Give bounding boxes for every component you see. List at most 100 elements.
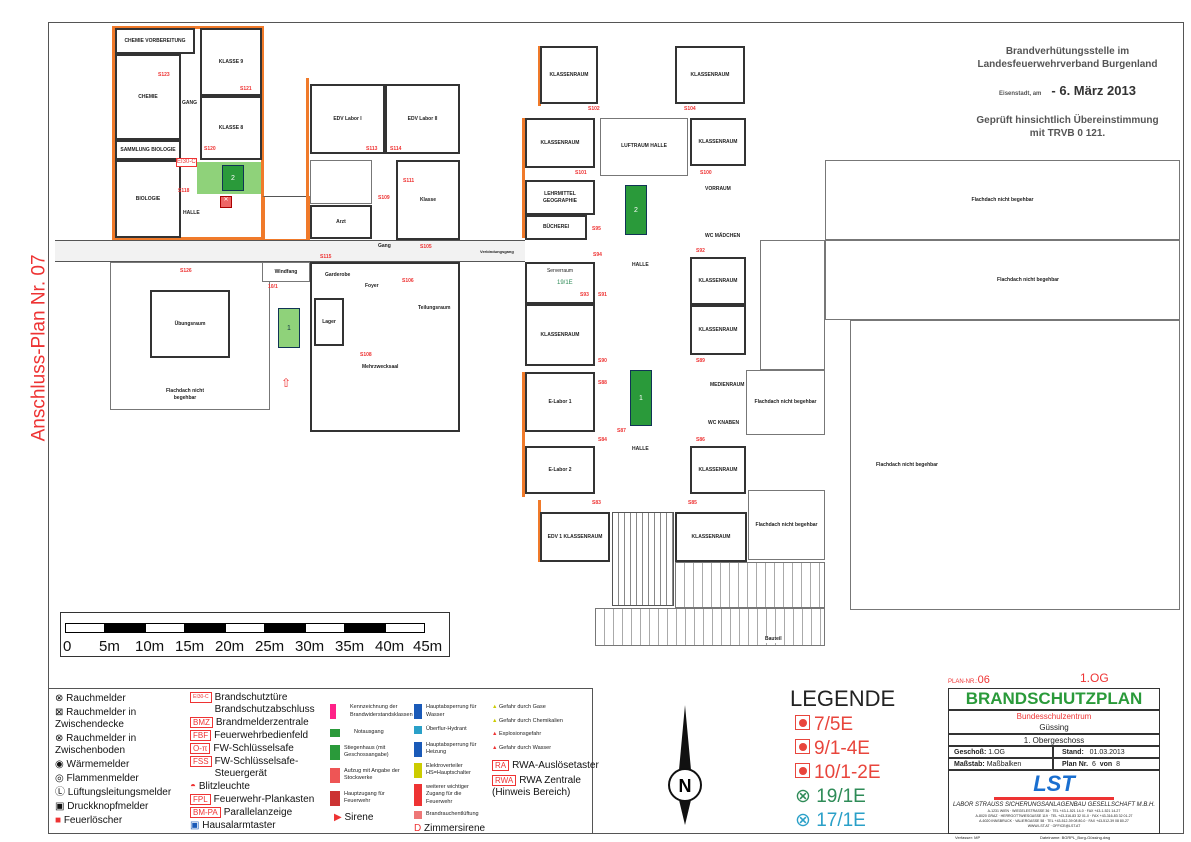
legend-item: Notausgang bbox=[330, 729, 410, 737]
company-address: A-6020 INNSBRUCK · VALIERGASSE 58 · TEL … bbox=[979, 819, 1129, 823]
marker-s109: S109 bbox=[378, 195, 390, 201]
room-windfang: Windfang bbox=[262, 262, 310, 282]
legend-item: ▶ Sirene bbox=[334, 811, 374, 823]
marker-s84: S84 bbox=[598, 437, 607, 443]
company-name: LABOR STRAUSS SICHERUNGSANLAGENBAU GESEL… bbox=[952, 802, 1156, 808]
marker-s104: S104 bbox=[684, 106, 696, 112]
marker-s91: S91 bbox=[598, 292, 607, 298]
company-box: LST LABOR STRAUSS SICHERUNGSANLAGENBAU G… bbox=[948, 770, 1160, 834]
wc-block bbox=[310, 160, 372, 204]
marker-s120: S120 bbox=[204, 146, 216, 152]
company-address: A-8020 GRAZ · HERRGOTTWIESGASSE 119 · TE… bbox=[975, 814, 1133, 818]
legend-panel bbox=[48, 688, 593, 834]
left-wing-block bbox=[112, 26, 264, 240]
stamp-line: Landesfeuerwehrverband Burgenland bbox=[977, 59, 1158, 70]
marker-s100: S100 bbox=[700, 170, 712, 176]
marker-s101: S101 bbox=[575, 170, 587, 176]
legend-item: ⊠ Rauchmelder in Zwischendecke bbox=[55, 707, 137, 730]
approval-stamp: Brandverhütungsstelle im Landesfeuerwehr… bbox=[955, 45, 1180, 140]
stand-cell: Stand: 01.03.2013 bbox=[1053, 746, 1160, 758]
marker-s105: S105 bbox=[420, 244, 432, 250]
room-flachdach: Flachdach nicht begehbar bbox=[746, 370, 825, 435]
room-flachdach-left: Flachdach nicht begehbar bbox=[165, 388, 205, 401]
room-mehrzwecksaal-label: Mehrzwecksaal bbox=[362, 364, 399, 370]
floor-code: 1.OG bbox=[1080, 671, 1109, 685]
room-lower-bottom bbox=[595, 608, 825, 646]
legend-symbols-1: Kennzeichnung der Brandwiderstandsklasse… bbox=[330, 704, 413, 824]
marker-s102: S102 bbox=[588, 106, 600, 112]
marker-s85: S85 bbox=[688, 500, 697, 506]
legende-item: 9/1-4E bbox=[795, 737, 881, 761]
legend-item: ◎ Flammenmelder bbox=[55, 773, 139, 784]
dateiname: Dateiname: BGRPL_Borg-Güssing.dwg bbox=[1040, 835, 1111, 840]
title-box: BRANDSCHUTZPLAN bbox=[948, 688, 1160, 710]
scale-tick: 45m bbox=[413, 638, 443, 655]
geschoss-cell: Geschoß: 1.OG bbox=[948, 746, 1053, 758]
stairwell-icon: 2 bbox=[625, 185, 647, 235]
room-e-labor-1: E-Labor 1 bbox=[525, 372, 595, 432]
room-edv-klassenraum: EDV 1 KLASSENRAUM bbox=[540, 512, 610, 562]
room-halle-2: HALLE bbox=[632, 262, 649, 268]
orange-wall bbox=[306, 78, 309, 242]
room-klassenraum: KLASSENRAUM bbox=[690, 446, 746, 494]
room-flachdach: Flachdach nicht begehbar bbox=[748, 490, 825, 560]
room-klassenraum: KLASSENRAUM bbox=[690, 305, 746, 355]
room-flachdach: Flachdach nicht begehbar bbox=[825, 160, 1180, 240]
marker-s89: S89 bbox=[696, 358, 705, 364]
orange-wall bbox=[522, 372, 525, 497]
marker-s86: S86 bbox=[696, 437, 705, 443]
drawing-frame bbox=[48, 22, 1184, 834]
scale-tick: 40m bbox=[375, 638, 405, 655]
stamp-line: mit TRVB 0 121. bbox=[1029, 127, 1106, 139]
room-edv-labor-2: EDV Labor II bbox=[385, 84, 460, 154]
room-gang-2: Gang bbox=[378, 243, 391, 249]
room-serverraum: Serverraum bbox=[525, 262, 595, 304]
shaft-block bbox=[262, 196, 310, 242]
main-stairwell-icon: 1 bbox=[278, 308, 300, 348]
marker-s106: S106 bbox=[402, 278, 414, 284]
legend-item: ■ Feuerlöscher bbox=[55, 815, 123, 826]
company-address: A-1231 WIEN · WIEGELESTRASSE 36 · TEL +4… bbox=[987, 809, 1121, 813]
legend-item: Stiegenhaus (mit Geschossangabe) bbox=[330, 744, 410, 760]
company-web: WWW.LST.AT · OFFICE@LST.AT bbox=[1027, 824, 1081, 828]
room-buecherei: BÜCHEREI bbox=[525, 215, 587, 240]
room-medienraum: MEDIENRAUM bbox=[710, 382, 745, 388]
legend-item: Hauptabsperrung für Wasser bbox=[414, 704, 488, 719]
room-sammlung-biologie: SAMMLUNG BIOLOGIE bbox=[115, 140, 181, 160]
marker-s93: S93 bbox=[580, 292, 589, 298]
floor-box: 1. Obergeschoss bbox=[948, 734, 1160, 746]
legend-item: Ⓛ Lüftungsleitungsmelder bbox=[55, 787, 172, 798]
room-klassenraum: KLASSENRAUM bbox=[675, 46, 745, 104]
legende-item: 10/1-2E bbox=[795, 761, 881, 785]
scale-tick: 25m bbox=[255, 638, 285, 655]
marker-s87: S87 bbox=[617, 428, 626, 434]
scale-tick: 5m bbox=[99, 638, 120, 655]
legend-item: ▲ Gefahr durch Chemikalien bbox=[492, 717, 563, 724]
stamp-line: Brandverhütungsstelle im bbox=[1005, 46, 1130, 57]
room-flachdach: Flachdach nicht begehbar bbox=[825, 240, 1180, 320]
room-roof-strip bbox=[760, 240, 825, 370]
legend-item: Kennzeichnung der Brandwiderstandsklasse… bbox=[330, 704, 413, 719]
room-flachdach: Flachdach nicht begehbar bbox=[850, 320, 1180, 610]
room-foyer: Foyer bbox=[365, 283, 379, 289]
orange-wall bbox=[538, 46, 541, 106]
legend-item: Brandrauchentlüftung bbox=[414, 811, 488, 819]
scale-tick: 10m bbox=[135, 638, 165, 655]
legend-item: ◉ Wärmemelder bbox=[55, 759, 130, 770]
room-klassenraum: KLASSENRAUM bbox=[540, 46, 598, 104]
room-gang: GANG bbox=[182, 100, 197, 106]
room-halle: HALLE bbox=[183, 210, 200, 216]
legend-item: ▣ Hausalarmtaster bbox=[190, 820, 276, 831]
plan-nr-cell: Plan Nr. 6 von 8 bbox=[1053, 758, 1160, 770]
scale-tick: 35m bbox=[335, 638, 365, 655]
marker-s94: S94 bbox=[593, 252, 602, 258]
room-klassenraum: KLASSENRAUM bbox=[690, 118, 746, 166]
stairwell-icon: 2 bbox=[222, 165, 244, 191]
marker-s90: S90 bbox=[598, 358, 607, 364]
stamp-line: Geprüft hinsichtlich Übereinstimmung bbox=[976, 114, 1159, 126]
